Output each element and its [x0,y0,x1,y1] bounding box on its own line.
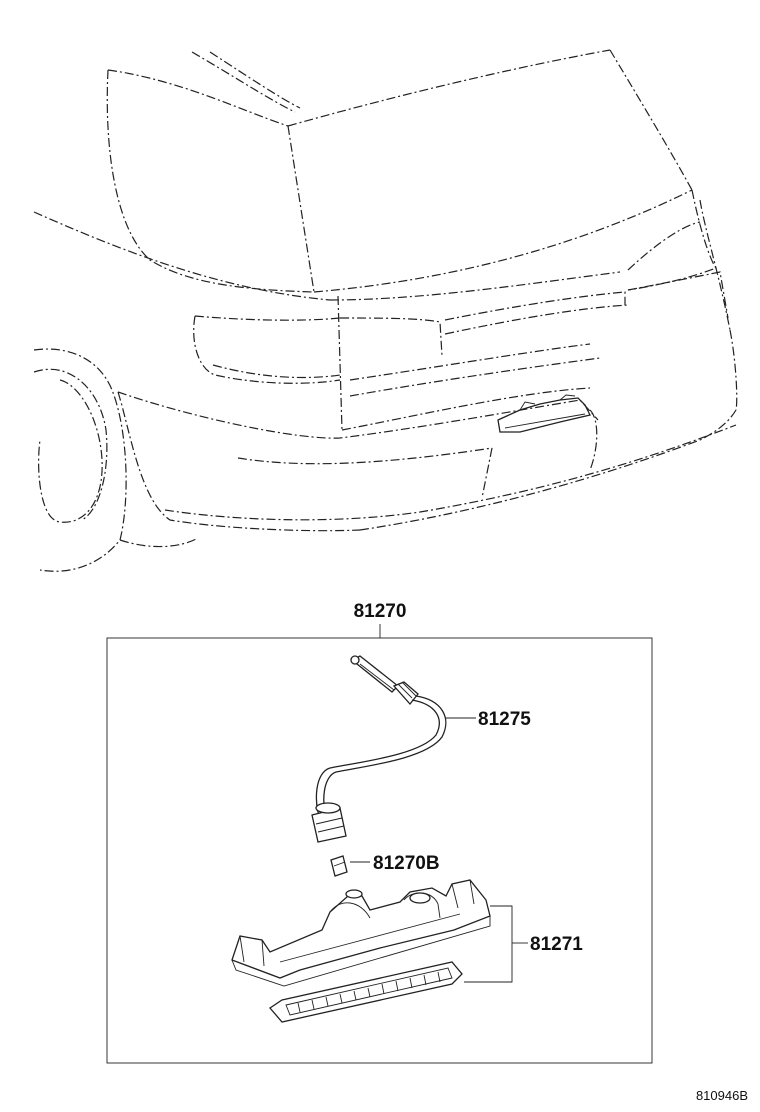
diagram-reference-code: 810946B [696,1088,748,1103]
part-number-81271: 81271 [530,934,583,955]
vehicle-rear-illustration [33,49,738,572]
part-number-81275: 81275 [478,709,531,730]
bulb-part: 81270B [330,853,440,877]
lamp-housing-part: 81271 [231,879,583,1023]
lens-ribs [297,971,441,1013]
assembly-box: 81270 [106,601,653,1064]
socket-cord-part: 81275 [311,655,531,843]
assembly-number-label: 81270 [354,601,407,622]
part-number-81270B: 81270B [373,853,440,874]
